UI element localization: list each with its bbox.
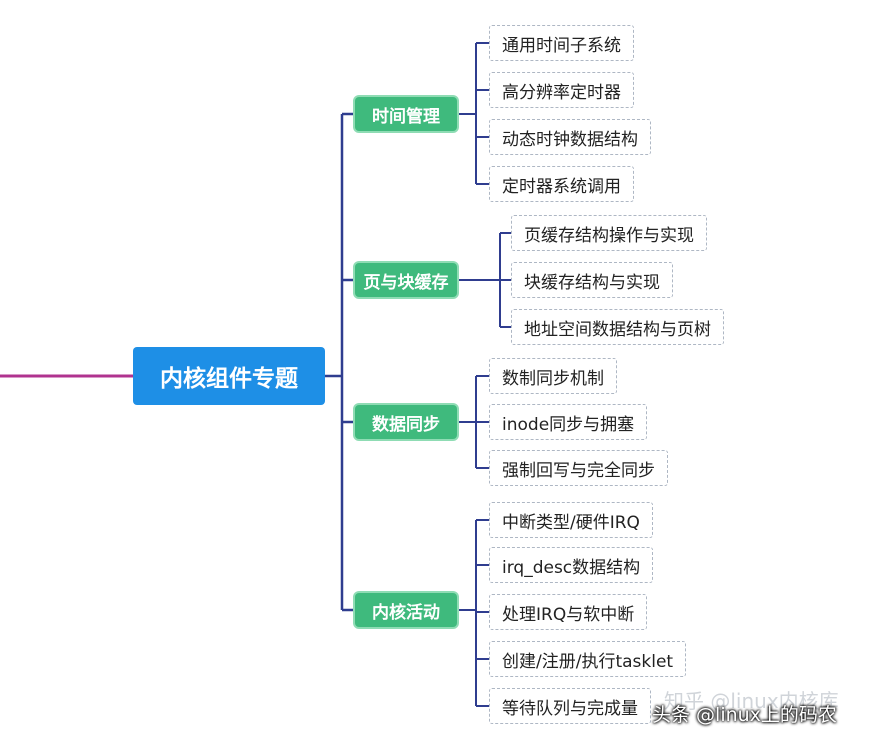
root-node[interactable]: 内核组件专题 [133,347,325,405]
root-trunk [325,114,344,610]
leaf-node[interactable]: 页缓存结构操作与实现 [511,215,707,251]
leaf-node[interactable]: 高分辨率定时器 [489,72,634,108]
attribution-text: 头条 @linux上的码农 [652,704,837,726]
category-data-sync[interactable]: 数据同步 [355,405,457,439]
leaf-node[interactable]: 创建/注册/执行tasklet [489,641,687,677]
leaf-node[interactable]: irq_desc数据结构 [489,547,654,583]
leaf-node[interactable]: 块缓存结构与实现 [511,262,673,298]
root-branches [342,112,355,612]
cat3-branches [457,375,489,469]
leaf-node[interactable]: 定时器系统调用 [489,166,634,202]
category-kernel-activity[interactable]: 内核活动 [355,593,457,627]
leaf-node[interactable]: 地址空间数据结构与页树 [511,309,724,345]
leaf-node[interactable]: inode同步与拥塞 [489,404,648,440]
leaf-node[interactable]: 强制回写与完全同步 [489,450,668,486]
category-time-management[interactable]: 时间管理 [355,97,457,131]
leaf-node[interactable]: 中断类型/硬件IRQ [489,502,653,538]
cat1-branches [457,42,489,185]
cat4-branches [457,519,489,707]
watermark-text: 知乎 @linux内核库 [664,689,839,713]
leaf-node[interactable]: 数制同步机制 [489,358,617,394]
leaf-node[interactable]: 等待队列与完成量 [489,688,651,724]
cat2-branches [457,232,511,328]
leaf-node[interactable]: 通用时间子系统 [489,25,634,61]
category-page-block-cache[interactable]: 页与块缓存 [355,263,457,297]
leaf-node[interactable]: 处理IRQ与软中断 [489,594,648,630]
leaf-node[interactable]: 动态时钟数据结构 [489,119,651,155]
